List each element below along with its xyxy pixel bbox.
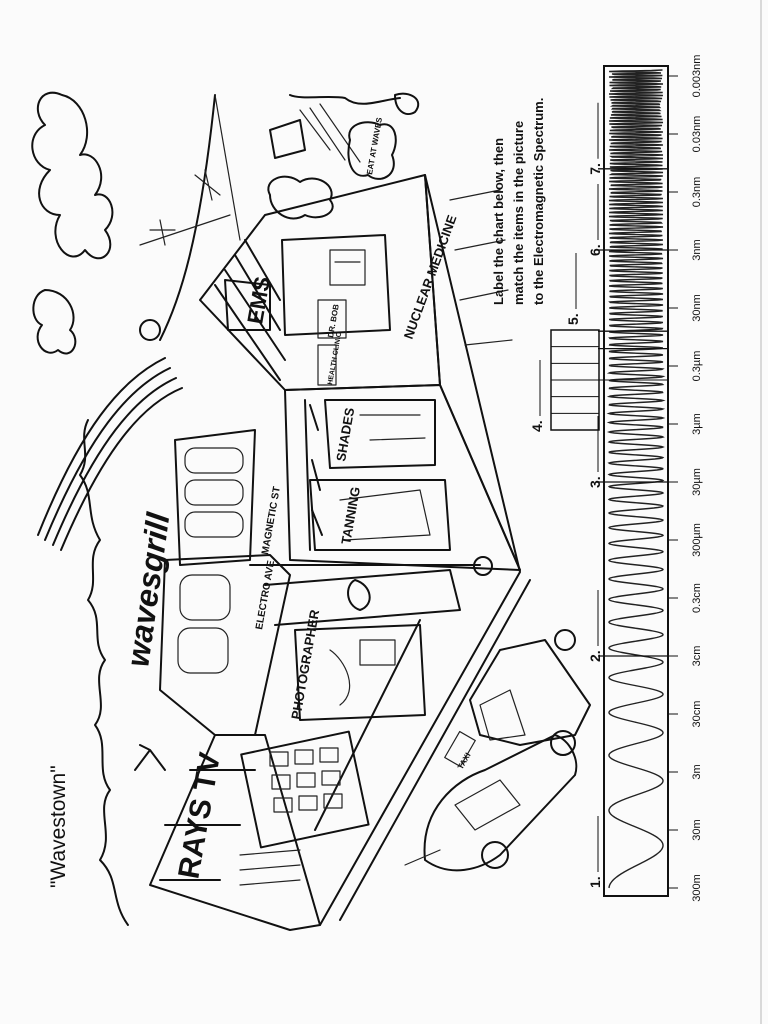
tick-label: 0.3cm (691, 583, 703, 613)
page-edge-shadow (760, 0, 762, 1024)
tick-label: 3µm (691, 413, 703, 435)
region-number: 5. (565, 313, 581, 325)
tick-label: 30nm (691, 294, 703, 322)
roof-antenna (134, 744, 166, 771)
tree (267, 175, 334, 220)
wave-box (603, 65, 669, 897)
spectrum-wave (606, 69, 666, 889)
tick-label: 30cm (691, 701, 703, 728)
region-number: 6. (587, 244, 603, 256)
region-labels: 1. 2. 3. 4. 5. 6. 7. (529, 102, 668, 888)
tick-label: 0.3µm (691, 351, 703, 382)
rays-tv-building (149, 734, 321, 931)
sidewalk (319, 174, 521, 926)
photographer-window (294, 624, 426, 721)
eat-bubble (347, 121, 397, 180)
region-number: 1. (587, 876, 603, 888)
visible-light-bands (551, 346, 668, 414)
tick-label: 0.003nm (691, 55, 703, 98)
hill-line (159, 94, 216, 341)
tick-label: 0.03nm (691, 116, 703, 153)
cloud-left-edge (79, 419, 129, 926)
cloud-large (31, 91, 114, 260)
region-number: 7. (587, 163, 603, 175)
tick-label: 300µm (691, 523, 703, 557)
tick-label: 30m (691, 819, 703, 840)
cloud-small (32, 289, 77, 355)
rainbow (37, 357, 166, 536)
region-number: 4. (529, 420, 545, 432)
grill-building (159, 554, 291, 736)
taxi-car (423, 734, 578, 872)
tick-label: 0.3nm (691, 177, 703, 208)
tick-label: 3nm (691, 239, 703, 260)
clinic-window (281, 234, 391, 336)
region-number: 3. (587, 476, 603, 488)
tick-label: 3m (691, 764, 703, 779)
tick-label: 300m (691, 874, 703, 902)
tick-label: 30µm (691, 468, 703, 496)
tick-label: 3cm (691, 646, 703, 667)
region-number: 2. (587, 650, 603, 662)
van-car (469, 639, 591, 746)
wavelength-ticks: 300m 30m 3m 30cm 3cm 0.3cm 300µm 30µm 3µm 0.3µm 30… (668, 55, 703, 902)
satellite-dish (139, 319, 161, 341)
